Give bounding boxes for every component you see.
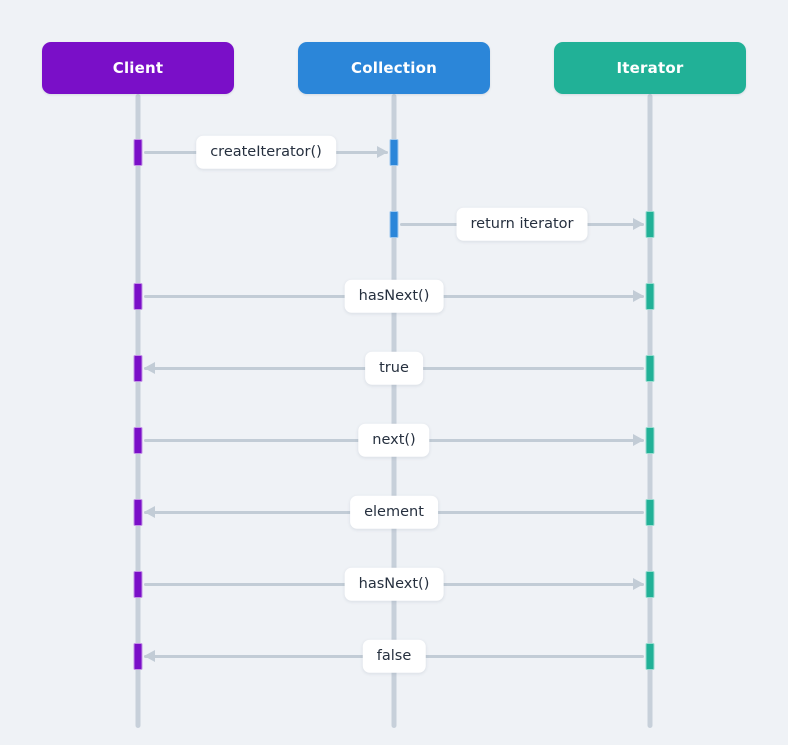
participant-box-iterator[interactable]: Iterator: [554, 42, 746, 94]
activation-bar-iterator: [645, 499, 655, 526]
activation-bar-collection: [389, 211, 399, 238]
message-label-5[interactable]: next(): [358, 423, 430, 457]
activation-bar-iterator: [645, 283, 655, 310]
message-label-3[interactable]: hasNext(): [344, 279, 444, 313]
activation-bar-client: [133, 643, 143, 670]
activation-bar-client: [133, 427, 143, 454]
arrowhead-right-5: [633, 434, 644, 446]
activation-bar-collection: [389, 139, 399, 166]
participant-label: Collection: [351, 59, 437, 77]
lifeline-collection: [391, 94, 397, 728]
activation-bar-client: [133, 499, 143, 526]
participant-label: Iterator: [616, 59, 684, 77]
participant-box-client[interactable]: Client: [42, 42, 234, 94]
arrowhead-right-7: [633, 578, 644, 590]
message-label-7[interactable]: hasNext(): [344, 567, 444, 601]
arrowhead-right-3: [633, 290, 644, 302]
activation-bar-iterator: [645, 643, 655, 670]
activation-bar-iterator: [645, 571, 655, 598]
message-label-1[interactable]: createIterator(): [196, 135, 336, 169]
participant-label: Client: [112, 59, 164, 77]
arrowhead-right-2: [633, 218, 644, 230]
participant-box-collection[interactable]: Collection: [298, 42, 490, 94]
activation-bar-iterator: [645, 211, 655, 238]
activation-bar-client: [133, 571, 143, 598]
activation-bar-client: [133, 355, 143, 382]
activation-bar-iterator: [645, 355, 655, 382]
arrowhead-left-4: [144, 362, 155, 374]
message-label-8[interactable]: false: [362, 639, 426, 673]
message-label-6[interactable]: element: [350, 495, 438, 529]
arrowhead-left-6: [144, 506, 155, 518]
message-label-2[interactable]: return iterator: [456, 207, 588, 241]
activation-bar-client: [133, 139, 143, 166]
arrowhead-right-1: [377, 146, 388, 158]
activation-bar-iterator: [645, 427, 655, 454]
lifeline-iterator: [647, 94, 653, 728]
arrowhead-left-8: [144, 650, 155, 662]
activation-bar-client: [133, 283, 143, 310]
message-label-4[interactable]: true: [365, 351, 423, 385]
lifeline-client: [135, 94, 141, 728]
